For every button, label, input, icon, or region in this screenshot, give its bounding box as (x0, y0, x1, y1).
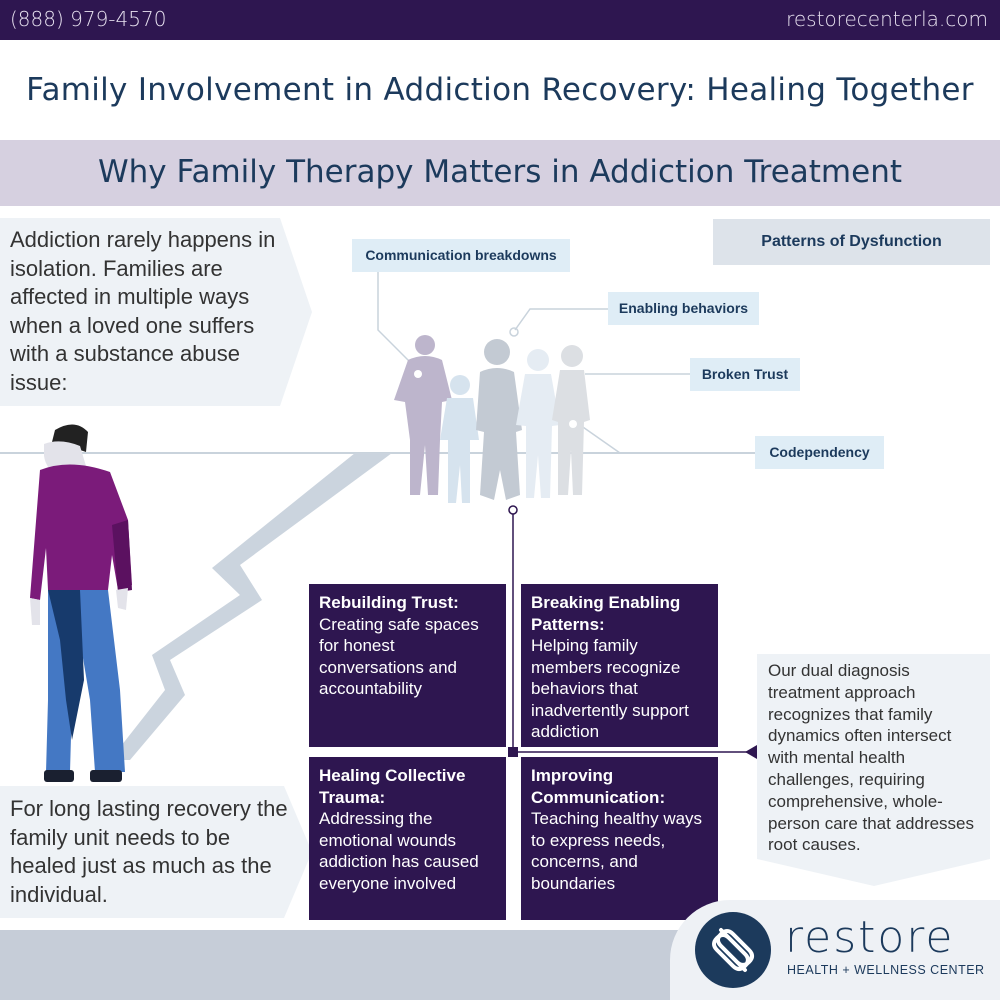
label-broken-trust: Broken Trust (690, 358, 800, 391)
label-communication-breakdowns: Communication breakdowns (352, 239, 570, 272)
quadrant-body: Addressing the emotional wounds addictio… (319, 809, 479, 893)
quadrant-body: Helping family members recognize behavio… (531, 636, 689, 741)
top-bar: (888) 979-4570 restorecenterla.com (0, 0, 1000, 40)
quadrant-body: Creating safe spaces for honest conversa… (319, 614, 479, 699)
dual-diagnosis-callout (757, 654, 990, 886)
label-codependency: Codependency (755, 436, 884, 469)
phone-number[interactable]: (888) 979-4570 (10, 7, 167, 31)
quadrant-title: Breaking Enabling Patterns: (531, 593, 681, 634)
broken-path-graphic (110, 453, 392, 760)
subtitle-band (0, 140, 1000, 206)
sad-person-figure (30, 424, 132, 782)
quadrant-title: Improving Communication: (531, 766, 666, 807)
page-title: Family Involvement in Addiction Recovery… (26, 72, 974, 108)
patterns-header: Patterns of Dysfunction (713, 219, 990, 265)
outro-callout (0, 786, 312, 918)
quadrant-improving-communication: Improving Communication: Teaching health… (521, 757, 718, 920)
restore-logo-icon[interactable] (695, 912, 771, 988)
quadrant-healing-trauma: Healing Collective Trauma: Addressing th… (309, 757, 506, 920)
label-enabling-behaviors: Enabling behaviors (608, 292, 759, 325)
illustration (0, 272, 760, 782)
intro-callout (0, 218, 312, 406)
quadrant-body: Teaching healthy ways to express needs, … (531, 809, 703, 893)
family-silhouettes (394, 335, 590, 503)
logo-tagline: HEALTH + WELLNESS CENTER (787, 963, 985, 977)
intro-text: Addiction rarely happens in isolation. F… (10, 227, 276, 395)
connector-codependency (579, 424, 755, 454)
quadrant-rebuilding-trust: Rebuilding Trust: Creating safe spaces f… (309, 584, 506, 747)
connector-enabling (514, 308, 608, 331)
quadrant-title: Rebuilding Trust: (319, 593, 459, 612)
section-subtitle: Why Family Therapy Matters in Addiction … (97, 154, 903, 190)
quadrant-title: Healing Collective Trauma: (319, 766, 466, 807)
dual-diagnosis-text: Our dual diagnosis treatment approach re… (768, 661, 975, 855)
connector-communication (377, 272, 421, 373)
logo-wordmark: restore (785, 912, 955, 963)
website-link[interactable]: restorecenterla.com (786, 7, 988, 31)
outro-text: For long lasting recovery the family uni… (10, 796, 288, 907)
quadrant-breaking-enabling: Breaking Enabling Patterns: Helping fami… (521, 584, 718, 747)
